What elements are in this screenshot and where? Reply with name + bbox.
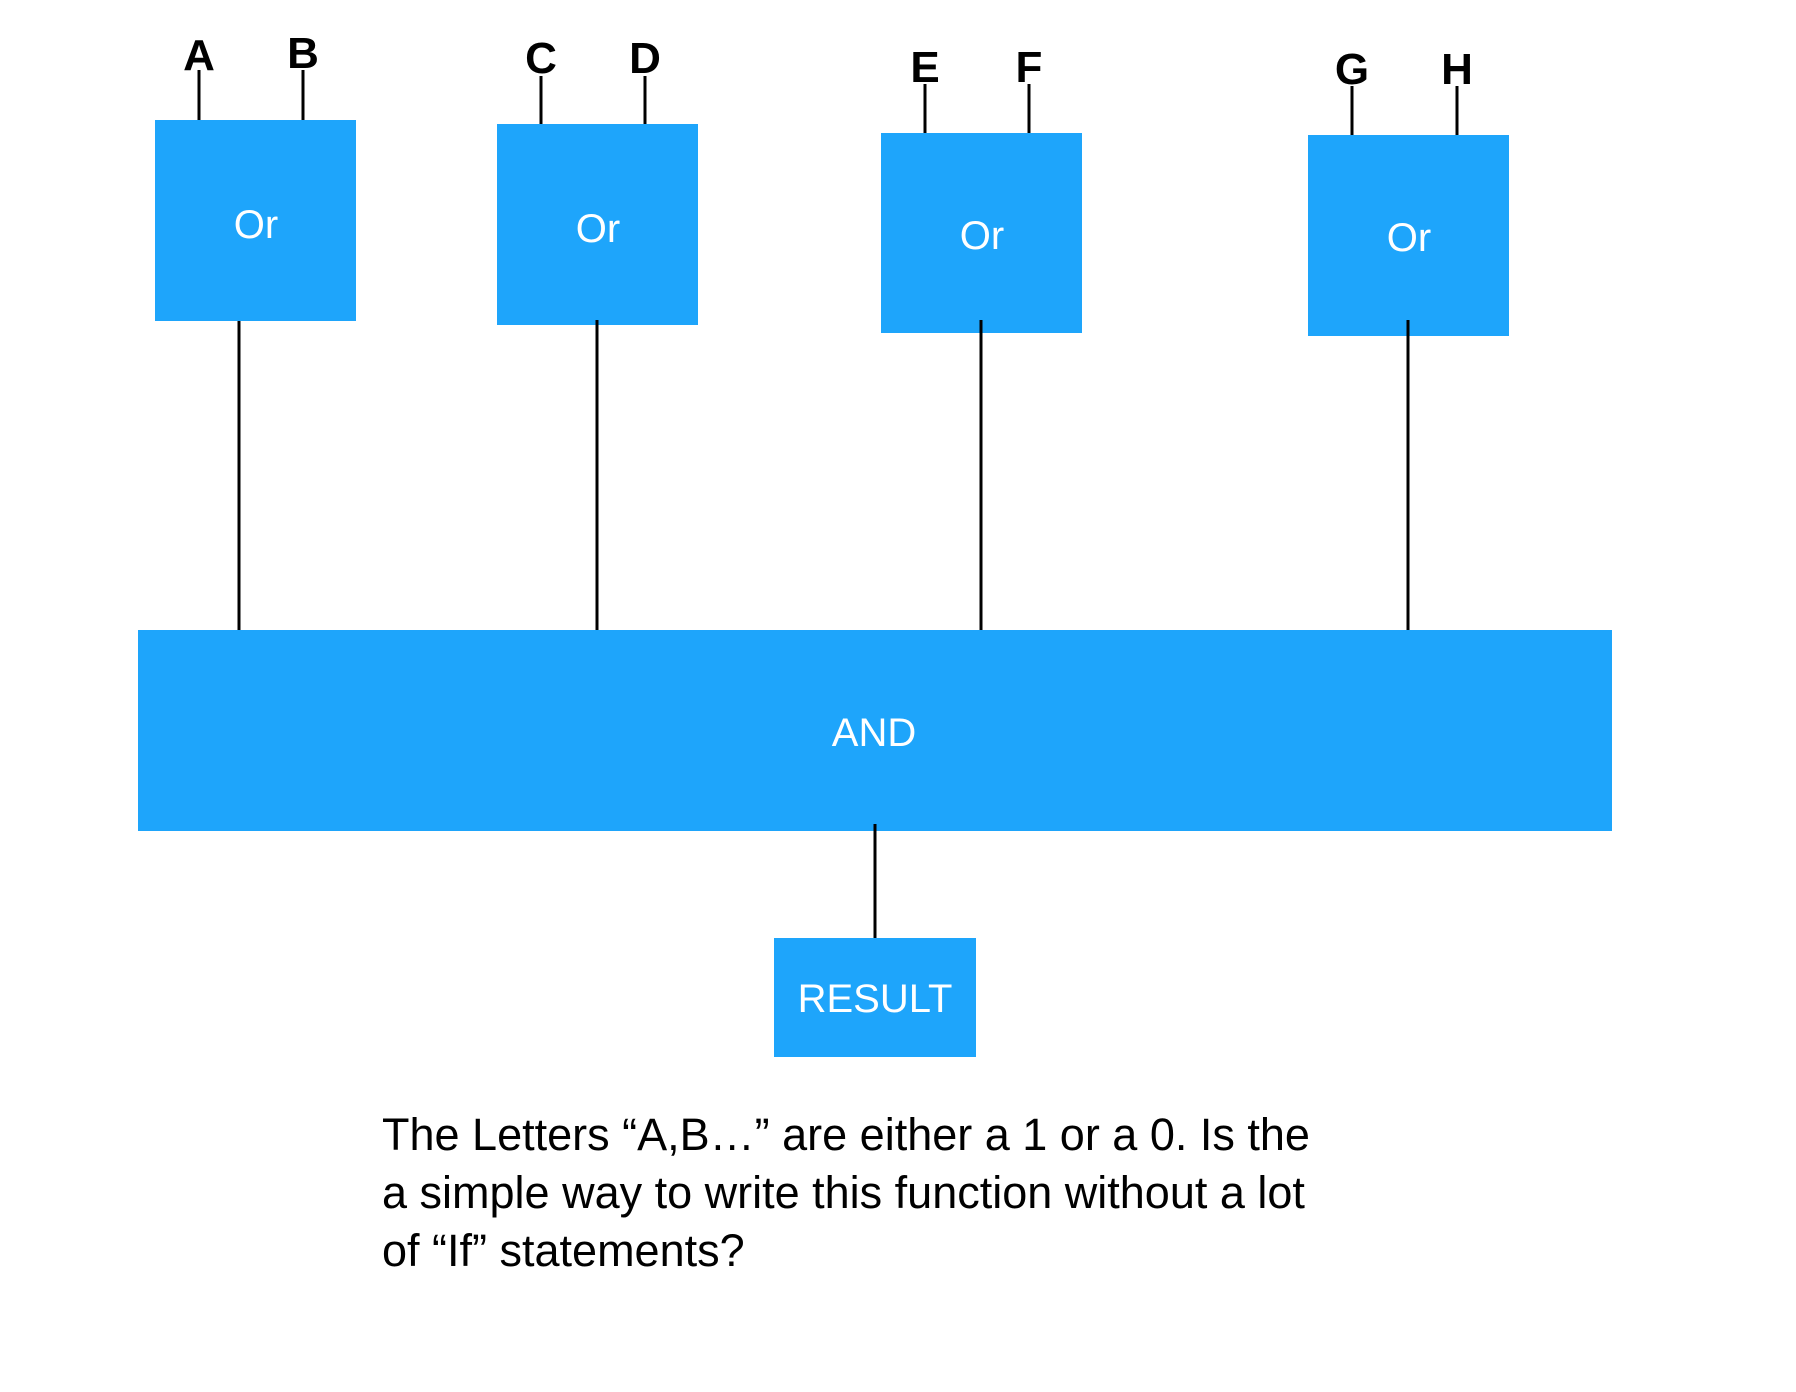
or-gate-1-label: Or [234, 203, 278, 247]
question-text: The Letters “A,B…” are either a 1 or a 0… [382, 1106, 1442, 1280]
and-gate-label: AND [832, 711, 916, 755]
and-gate: AND [138, 630, 1612, 940]
result-label: RESULT [798, 977, 953, 1021]
input-label-d: D [629, 34, 661, 83]
result-node: RESULT [774, 938, 976, 1057]
or-gate-4-label: Or [1387, 216, 1431, 260]
or-gate-2-box [497, 124, 698, 325]
or-gate-2-label: Or [576, 207, 620, 251]
or-gate-4-box [1308, 135, 1509, 336]
question-line-1: The Letters “A,B…” are either a 1 or a 0… [382, 1109, 1310, 1160]
result-box [774, 938, 976, 1057]
input-label-g: G [1335, 45, 1369, 94]
or-gate-4: G H Or [1308, 45, 1509, 630]
question-line-3: of “If” statements? [382, 1225, 745, 1276]
input-label-c: C [525, 34, 557, 83]
or-gate-3-label: Or [960, 214, 1004, 258]
input-label-h: H [1441, 45, 1473, 94]
or-gate-3: E F Or [881, 43, 1082, 630]
or-gate-1: A B Or [155, 29, 356, 630]
input-label-e: E [910, 43, 939, 92]
question-line-2: a simple way to write this function with… [382, 1167, 1305, 1218]
and-gate-box [138, 630, 1612, 831]
or-gate-1-box [155, 120, 356, 321]
input-label-a: A [183, 31, 215, 80]
or-gate-2: C D Or [497, 34, 698, 630]
input-label-b: B [287, 29, 319, 78]
input-label-f: F [1016, 43, 1043, 92]
or-gate-3-box [881, 133, 1082, 333]
